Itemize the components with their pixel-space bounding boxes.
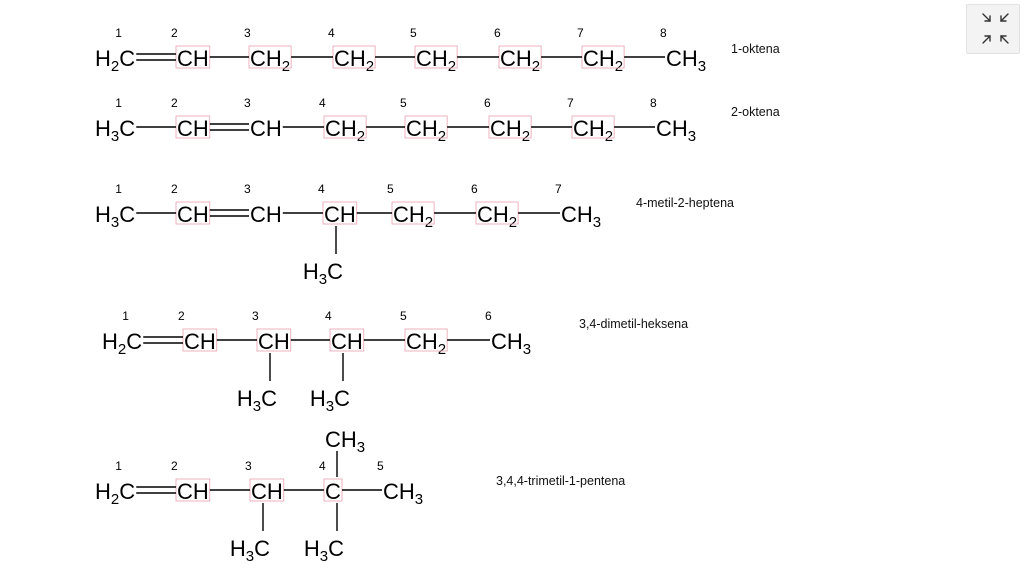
atom-group: CH3	[561, 202, 601, 231]
methyl-branch: H3C	[303, 259, 343, 288]
atom-group: CH3	[666, 46, 706, 75]
carbon-number: 3	[245, 459, 252, 473]
methyl-branch: CH3	[325, 427, 365, 456]
methyl-branch: H3C	[310, 386, 350, 415]
carbon-number: 2	[171, 459, 178, 473]
carbon-number: 2	[171, 26, 178, 40]
molecule-3: H3C1CH2CH3CH4CH25CH26CH37H3C4-metil-2-he…	[95, 182, 734, 288]
atom-group: H2C	[95, 46, 135, 75]
atom-group: CH2	[406, 329, 446, 358]
atom-group: CH3	[383, 479, 423, 508]
atom-group: CH2	[490, 116, 530, 145]
carbon-number: 2	[171, 96, 178, 110]
atom-group: CH	[250, 116, 282, 141]
atom-group: CH3	[491, 329, 531, 358]
compound-name: 3,4,4-trimetil-1-pentena	[496, 474, 625, 488]
methyl-branch: H3C	[237, 386, 277, 415]
carbon-number: 5	[400, 96, 407, 110]
carbon-number: 6	[485, 309, 492, 323]
carbon-number: 3	[244, 182, 251, 196]
atom-group: CH	[250, 202, 282, 227]
atom-group: CH2	[500, 46, 540, 75]
carbon-number: 1	[115, 96, 122, 110]
carbon-number: 8	[650, 96, 657, 110]
carbon-number: 4	[319, 459, 326, 473]
atom-group: CH	[177, 479, 209, 504]
atom-group: CH2	[250, 46, 290, 75]
carbon-number: 4	[325, 309, 332, 323]
atom-group: CH2	[406, 116, 446, 145]
atom-group: H2C	[95, 479, 135, 508]
carbon-number: 5	[387, 182, 394, 196]
carbon-number: 3	[244, 26, 251, 40]
carbon-number: 7	[567, 96, 574, 110]
atom-group: CH	[177, 202, 209, 227]
collapse-button[interactable]	[966, 4, 1020, 54]
atom-group: CH2	[583, 46, 623, 75]
carbon-number: 3	[252, 309, 259, 323]
atom-group: CH3	[656, 116, 696, 145]
carbon-number: 8	[660, 26, 667, 40]
carbon-number: 6	[494, 26, 501, 40]
compound-name: 3,4-dimetil-heksena	[579, 317, 688, 331]
carbon-number: 4	[319, 96, 326, 110]
atom-group: CH2	[325, 116, 365, 145]
carbon-number: 4	[318, 182, 325, 196]
atom-group: H3C	[95, 202, 135, 231]
carbon-number: 5	[400, 309, 407, 323]
carbon-number: 5	[377, 459, 384, 473]
carbon-number: 2	[178, 309, 185, 323]
compound-name: 2-oktena	[731, 105, 780, 119]
carbon-number: 7	[577, 26, 584, 40]
carbon-number: 1	[115, 26, 122, 40]
atom-group: H2C	[102, 329, 142, 358]
atom-group: CH	[258, 329, 290, 354]
carbon-number: 2	[171, 182, 178, 196]
carbon-number: 6	[484, 96, 491, 110]
atom-group: CH2	[573, 116, 613, 145]
carbon-number: 3	[244, 96, 251, 110]
compound-name: 4-metil-2-heptena	[636, 196, 734, 210]
carbon-number: 5	[410, 26, 417, 40]
compound-name: 1-oktena	[731, 42, 780, 56]
carbon-number: 4	[328, 26, 335, 40]
atom-group: CH	[184, 329, 216, 354]
methyl-branch: H3C	[230, 536, 270, 565]
atom-group: CH	[177, 46, 209, 71]
atom-group: CH	[251, 479, 283, 504]
atom-group: CH	[331, 329, 363, 354]
carbon-number: 1	[115, 459, 122, 473]
carbon-number: 7	[555, 182, 562, 196]
atom-group: CH2	[477, 202, 517, 231]
atom-group: C	[325, 479, 341, 504]
atom-group: H3C	[95, 116, 135, 145]
carbon-number: 6	[471, 182, 478, 196]
atom-group: CH	[177, 116, 209, 141]
atom-group: CH2	[334, 46, 374, 75]
atom-group: CH2	[416, 46, 456, 75]
atom-group: CH	[324, 202, 356, 227]
methyl-branch: H3C	[304, 536, 344, 565]
carbon-number: 1	[115, 182, 122, 196]
collapse-arrows-icon	[982, 13, 1009, 44]
carbon-number: 1	[122, 309, 129, 323]
atom-group: CH2	[393, 202, 433, 231]
